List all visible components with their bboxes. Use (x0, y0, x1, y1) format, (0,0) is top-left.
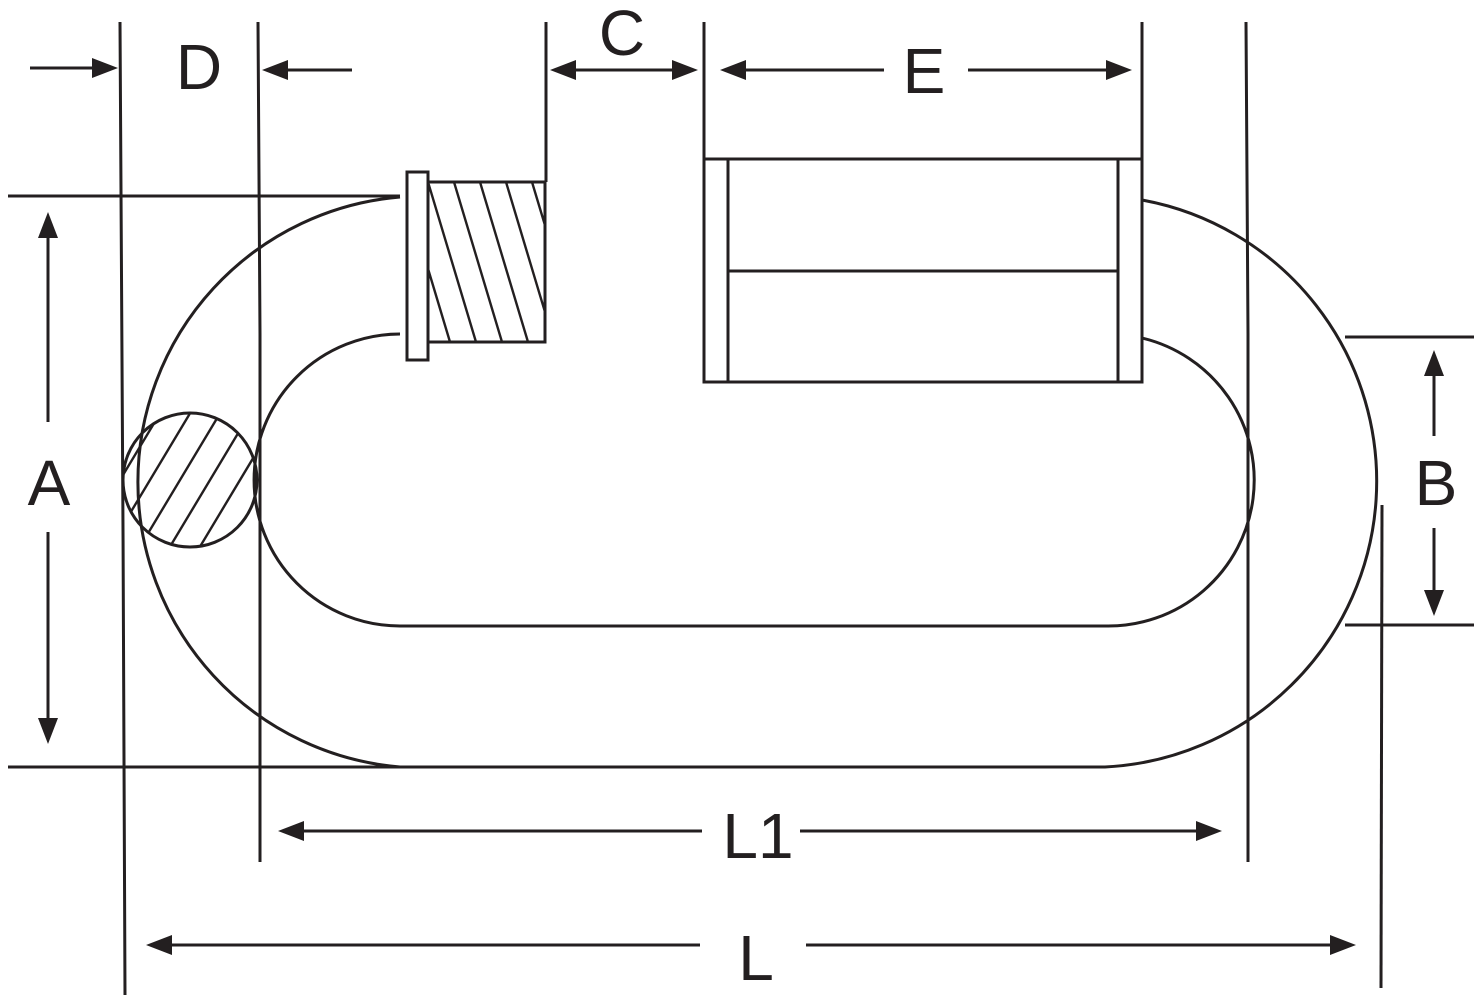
dimension-e: E (720, 35, 1132, 107)
label-d: D (176, 31, 222, 103)
dimension-a: A (28, 212, 71, 744)
label-b: B (1415, 447, 1458, 519)
dimension-c: C (550, 0, 698, 80)
threaded-end (405, 170, 547, 362)
dimension-b: B (1415, 350, 1458, 616)
label-l: L (738, 922, 774, 994)
label-a: A (28, 447, 71, 519)
dimension-l1: L1 (278, 800, 1222, 872)
wire-cross-section (121, 411, 259, 549)
dimension-d: D (30, 31, 352, 103)
extension-lines (8, 21, 1474, 996)
label-c: C (599, 0, 645, 69)
dimension-l: L (146, 922, 1356, 994)
label-l1: L1 (722, 800, 793, 872)
label-e: E (903, 35, 946, 107)
link-inner-outline (252, 332, 1256, 628)
sleeve-nut (702, 157, 1144, 384)
link-outer-outline (136, 195, 1379, 769)
